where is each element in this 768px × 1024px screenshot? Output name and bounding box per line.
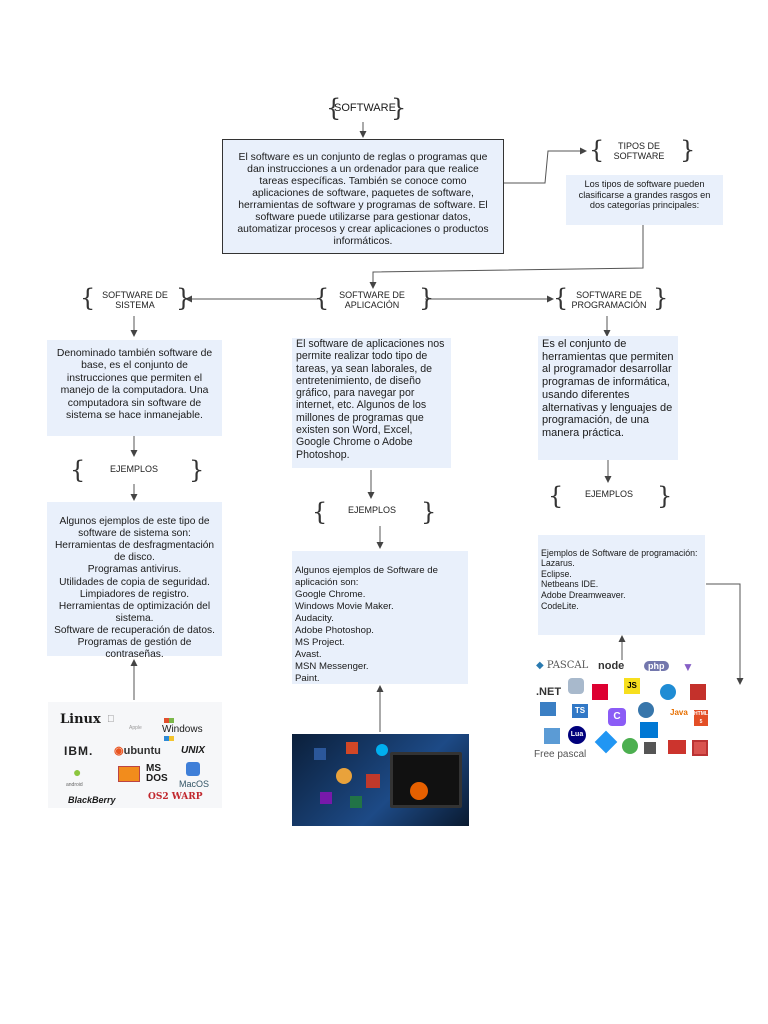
sistema-examples: Algunos ejemplos de este tipo de softwar… [54,516,215,661]
definition-text: El software es un conjunto de reglas o p… [237,152,489,247]
sistema-label: SOFTWARE DE SISTEMA [102,290,168,310]
brace-left: { [80,284,96,312]
brace-right: } [391,94,407,122]
brace-left: { [548,482,564,510]
arrow-definition-to-tipos [503,147,587,184]
unix-logo: UNIX [181,745,205,756]
definition-box: El software es un conjunto de reglas o p… [222,139,504,254]
csharp-icon [660,684,676,700]
applications-image [292,734,469,826]
apple-icon:  [107,714,115,725]
terminal-icon [644,742,656,754]
angular-icon [592,684,608,700]
aplicacion-ejemplos-label: EJEMPLOS [347,505,396,515]
brace-right: } [657,482,673,510]
monitor-icon [390,752,462,808]
onenote-icon [320,792,332,804]
firefox-icon [410,782,428,800]
arrow-tipos-to-aplicacion [369,225,644,289]
sistema-description-box: Denominado también software de base, es … [47,340,222,436]
html5-logo: HTML 5 [694,710,708,726]
ruby-icon [668,740,686,754]
tipos-text: Los tipos de software pueden clasificars… [578,179,711,210]
programacion-description-box: Es el conjunto de herramientas que permi… [538,336,678,460]
programacion-description: Es el conjunto de herramientas que permi… [542,338,674,439]
c-language-logo: C [608,708,626,726]
macos-logo: MacOS [179,779,210,789]
arrow-programacion-right [706,583,744,685]
chrome-icon [336,768,352,784]
visual-studio-icon: ▼ [682,660,694,674]
aplicacion-examples: Algunos ejemplos de Software de aplicaci… [295,565,438,684]
xamarin-icon [594,730,618,754]
tipos-label: TIPOS DE SOFTWARE [613,141,665,161]
aplicacion-description: El software de aplicaciones nos permite … [296,338,445,461]
skype-icon [376,744,388,756]
aplicacion-label: SOFTWARE DE APLICACIÓN [339,290,405,310]
node-logo: node [598,660,625,672]
code-icon [544,728,560,744]
windows-icon [164,710,204,741]
tipos-box: Los tipos de software pueden clasificars… [566,175,723,225]
brace-left: { [326,94,342,122]
brace-right: } [176,284,192,312]
sistema-ejemplos-label: EJEMPLOS [109,464,158,474]
programacion-ejemplos-label: EJEMPLOS [584,489,633,499]
dart-icon [540,702,556,716]
os-logos-image: Linux  Apple Windows IBM. ◉ubuntu UNIX … [48,702,222,808]
sistema-examples-box: Algunos ejemplos de este tipo de softwar… [47,502,222,660]
title-label: SOFTWARE [334,102,396,114]
brace-right: } [419,284,435,312]
codeigniter-icon [692,740,708,756]
excel-icon [350,796,362,808]
programming-logos-image: ◆ PASCAL node php ▼ .NET JS TS C Java HT… [532,656,712,762]
typescript-logo: TS [572,704,588,718]
programacion-examples-box: Ejemplos de Software de programación: La… [538,535,705,635]
blackberry-logo: BlackBerry [68,795,116,805]
programacion-label: SOFTWARE DE PROGRAMACIÓN [571,290,647,310]
linux-logo: Linux [60,712,101,727]
javascript-logo: JS [624,678,640,694]
macos-icon [186,762,200,776]
ubuntu-logo: ◉ubuntu [114,745,161,757]
brace-left: { [589,136,605,164]
powerpoint-icon [346,742,358,754]
msdos-flag-icon [118,766,140,782]
aplicacion-description-box: El software de aplicaciones nos permite … [292,338,451,468]
brace-right: } [421,498,437,526]
python-icon [638,702,654,718]
scala-icon [690,684,706,700]
brace-left: { [312,498,328,526]
ibm-logo: IBM. [64,744,94,758]
brace-right: } [680,136,696,164]
msdos-logo: MS DOS [146,763,168,784]
android-logo: android [66,782,83,788]
lua-logo: Lua [568,726,586,744]
brace-left: { [314,284,330,312]
app-icon [366,774,380,788]
aplicacion-examples-box: Algunos ejemplos de Software de aplicaci… [292,551,468,684]
windows-logo: Windows [162,724,203,735]
php-logo: php [644,661,669,671]
word-icon [314,748,326,760]
rust-icon [622,738,638,754]
brace-right: } [189,456,205,484]
programacion-examples: Ejemplos de Software de programación: La… [541,547,698,611]
brace-right: } [653,284,669,312]
vscode-icon [640,722,658,738]
brace-left: { [553,284,569,312]
free-pascal-logo: Free pascal [534,749,587,760]
dotnet-logo: .NET [536,686,562,698]
pascal-logo: ◆ PASCAL [536,660,589,671]
brace-left: { [70,456,86,484]
sistema-description: Denominado también software de base, es … [56,348,213,422]
os2warp-logo: OS2 WARP [148,792,203,802]
c-icon [568,678,584,694]
java-logo: Java [670,708,688,717]
android-icon: ● [73,764,82,780]
apple-logo: Apple [129,725,142,731]
